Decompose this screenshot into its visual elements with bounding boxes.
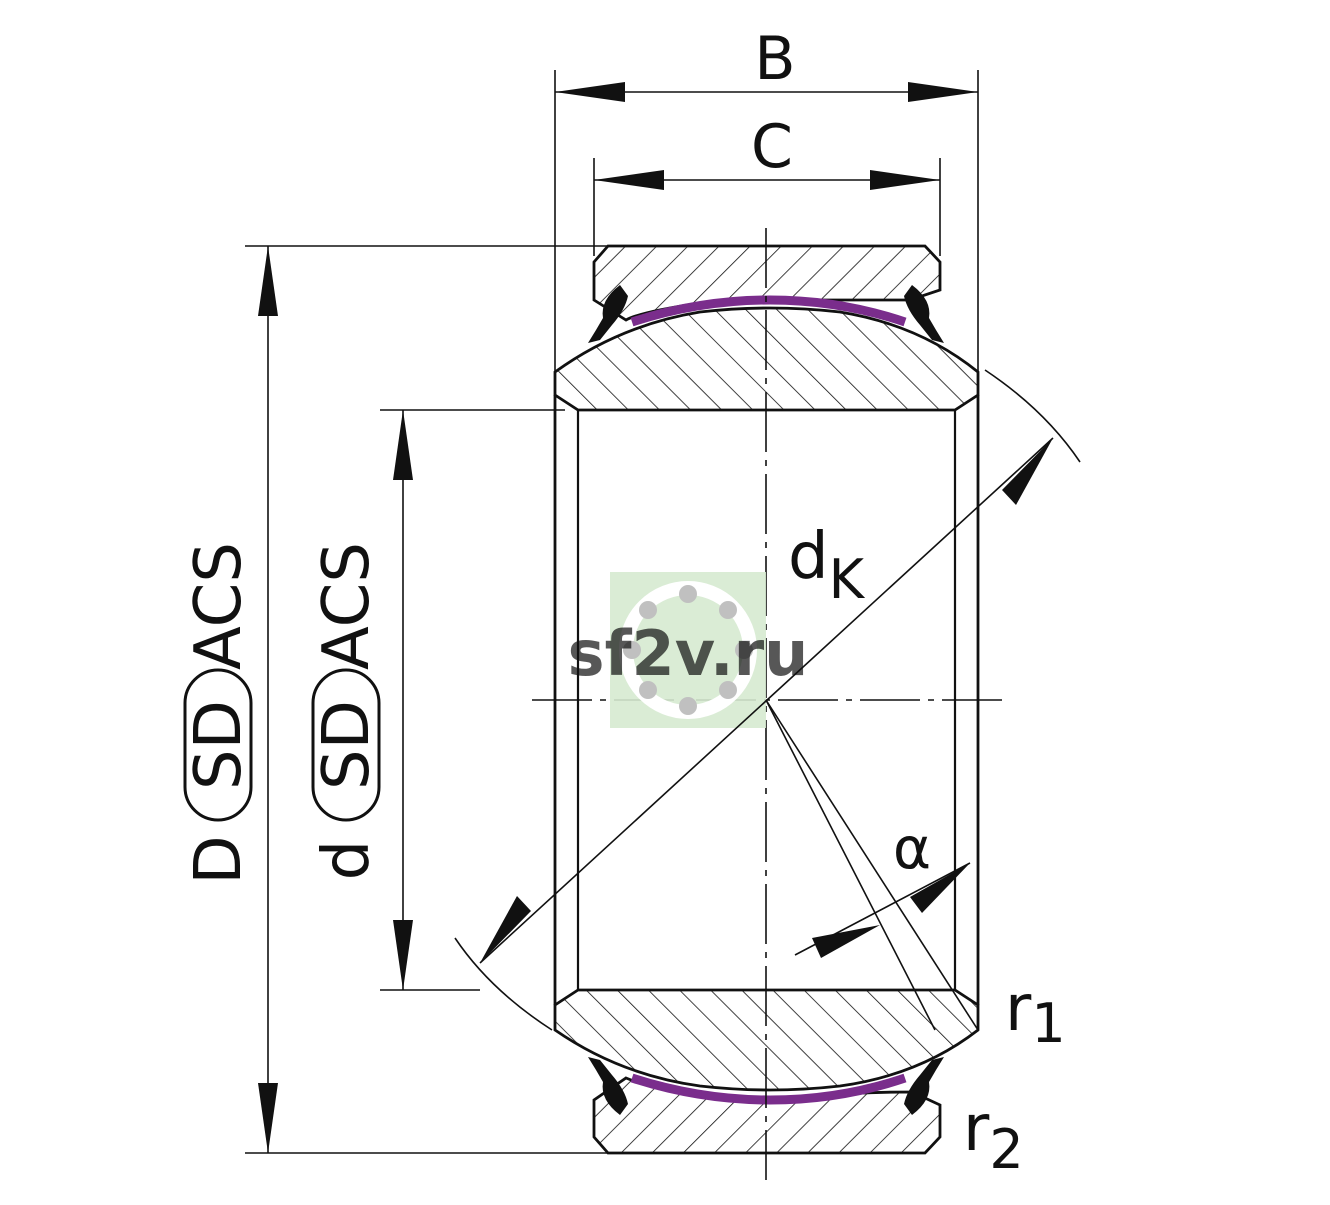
label-C: C (751, 112, 793, 182)
angle-alpha: α (765, 699, 979, 1031)
label-D-prefix: D (182, 835, 256, 884)
label-d-SD-ACS: d SD ACS (310, 542, 384, 880)
dimension-dk: dK (454, 369, 1081, 1031)
dimension-d (393, 410, 413, 990)
sd-outline-d (311, 668, 381, 822)
label-d-SD: SD (310, 700, 384, 790)
label-d-prefix: d (310, 840, 384, 881)
label-r2: r2 (963, 1092, 1024, 1181)
liner-bottom (630, 1073, 907, 1105)
label-d-ACS: ACS (310, 542, 384, 670)
watermark: sf2v.ru (568, 572, 809, 728)
label-B: B (754, 24, 795, 94)
label-D-SD: SD (182, 700, 256, 790)
center-lines (532, 228, 1010, 1180)
seal-bottom-left (588, 1057, 628, 1115)
watermark-text: sf2v.ru (568, 617, 809, 690)
liner-top (630, 295, 907, 327)
seal-top-right (904, 285, 944, 343)
seal-bottom-right (904, 1057, 944, 1115)
label-D-SD-ACS: D SD ACS (182, 542, 256, 885)
extension-lines (245, 70, 979, 1154)
label-r1: r1 (1005, 972, 1066, 1055)
dimension-B: B (555, 24, 978, 102)
dimension-C: C (594, 112, 940, 190)
label-D-ACS: ACS (182, 542, 256, 670)
seal-top-left (588, 285, 628, 343)
dimension-D (258, 246, 278, 1153)
sd-outline-D (183, 668, 253, 822)
label-alpha: α (893, 814, 931, 882)
label-dk: dK (788, 520, 866, 611)
